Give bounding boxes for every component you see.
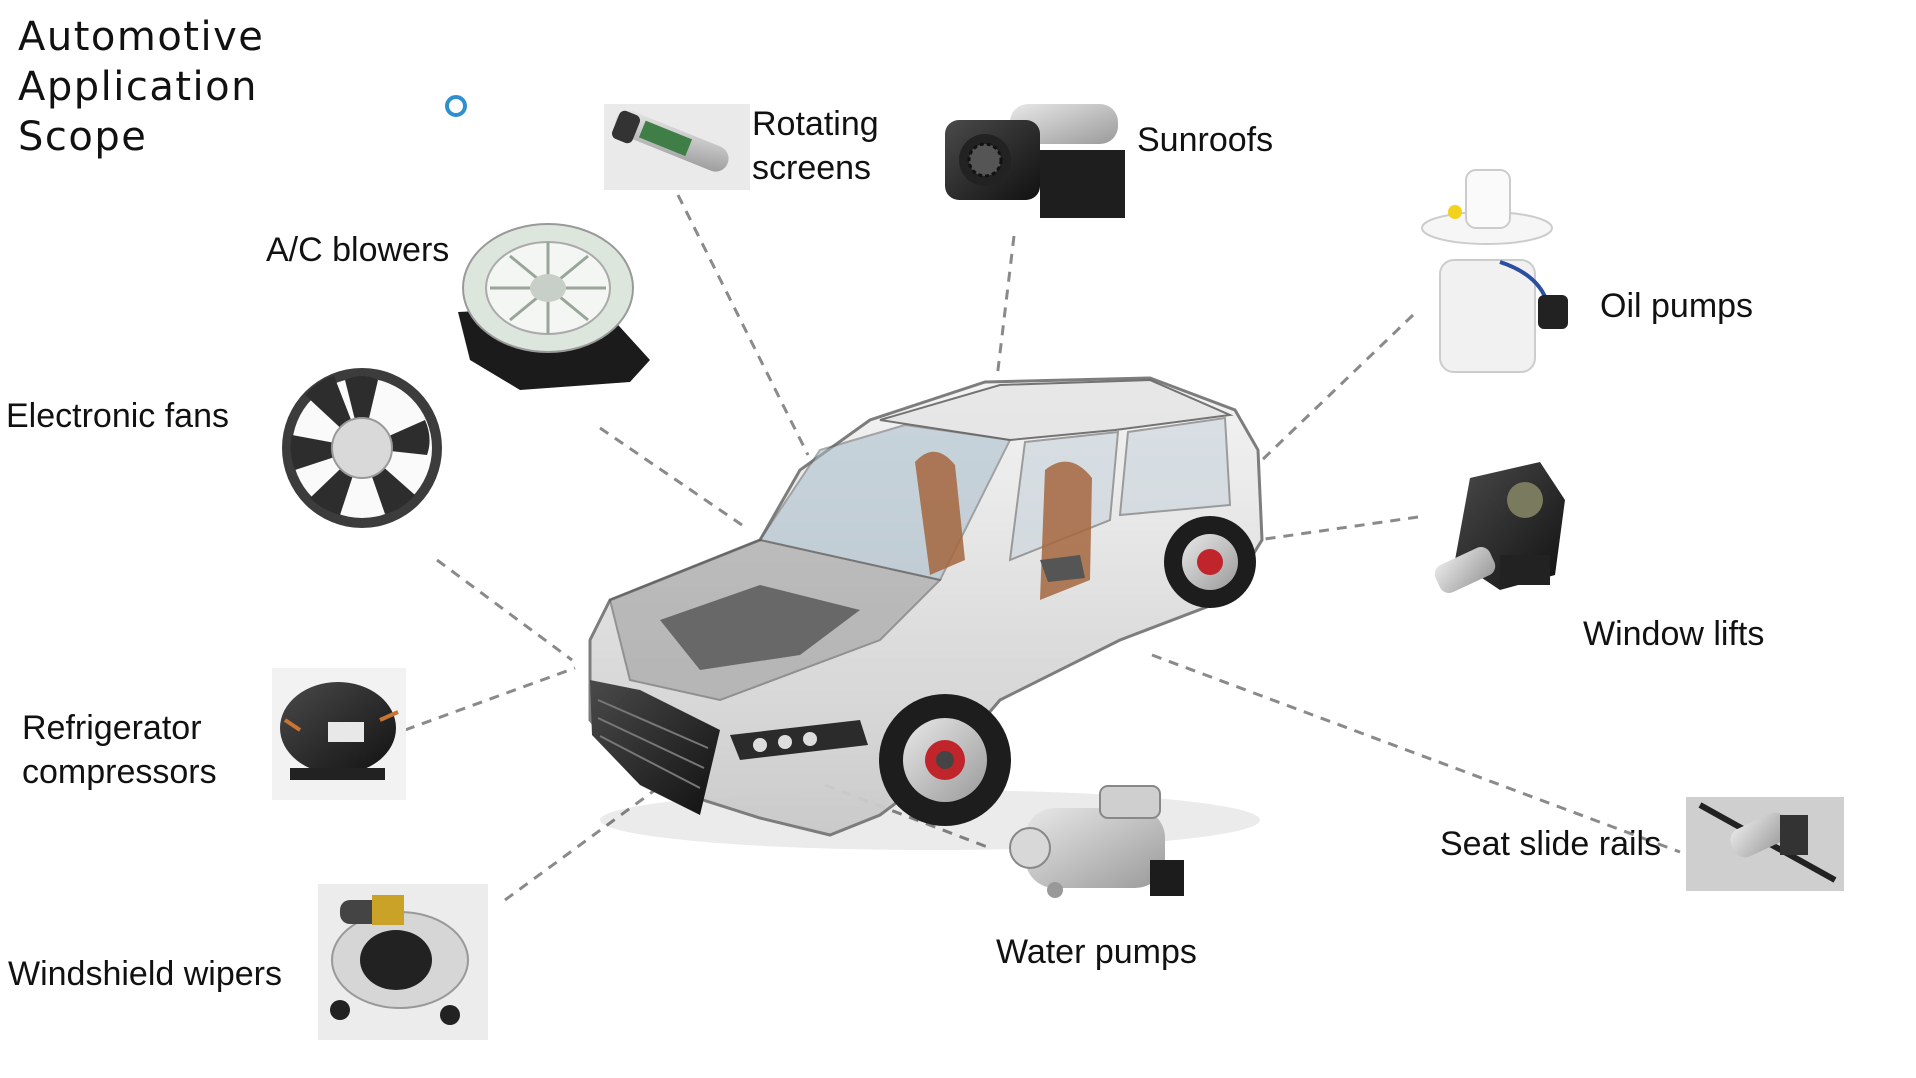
label-window-lifts: Window lifts — [1583, 615, 1765, 653]
page-title: Automotive Application Scope — [18, 12, 264, 162]
sunroof-motor-icon — [930, 102, 1130, 220]
title-line-2: Application — [18, 64, 258, 110]
compressor-icon — [272, 668, 406, 800]
label-refrigerator-compressors: Refrigerator compressors — [22, 706, 217, 794]
car-xray-image — [588, 376, 1264, 850]
label-ac-blowers: A/C blowers — [266, 231, 450, 269]
label-electronic-fans: Electronic fans — [6, 397, 229, 435]
label-rotating-screens-line-2: screens — [752, 149, 872, 187]
title-accent-line — [268, 95, 467, 117]
leader-lines — [404, 194, 1681, 902]
title-line-1: Automotive — [18, 14, 265, 60]
blower-wheel-icon — [458, 223, 650, 390]
fuel-pump-module-icon — [1421, 169, 1568, 373]
label-rotating-screens: Rotating screens — [752, 102, 879, 190]
leader-electronic-fans — [436, 558, 573, 662]
label-seat-slide-rails: Seat slide rails — [1440, 825, 1662, 863]
leader-rotating-screens — [676, 194, 810, 456]
leader-windshield-wipers — [504, 788, 656, 902]
window-motor-icon — [1434, 462, 1565, 593]
leader-sunroofs — [995, 235, 1016, 379]
cooling-fan-icon — [282, 368, 442, 528]
label-water-pumps: Water pumps — [996, 933, 1197, 971]
label-refrigerator-compressors-line-2: compressors — [22, 753, 217, 791]
label-oil-pumps: Oil pumps — [1600, 287, 1754, 325]
label-refrigerator-compressors-line-1: Refrigerator — [22, 709, 202, 747]
seat-rail-motor-icon — [1686, 797, 1844, 891]
linear-actuator-icon — [604, 104, 750, 190]
leader-oil-pumps — [1258, 313, 1415, 464]
wiper-motor-icon — [318, 884, 488, 1040]
label-rotating-screens-line-1: Rotating — [752, 105, 879, 143]
leader-ac-blowers — [599, 426, 743, 527]
leader-refrigerator — [404, 666, 576, 732]
label-sunroofs: Sunroofs — [1137, 121, 1274, 159]
title-line-3: Scope — [18, 114, 148, 160]
label-windshield-wipers: Windshield wipers — [8, 955, 282, 993]
leader-seat-rails — [1151, 653, 1681, 854]
water-pump-icon — [1009, 785, 1184, 898]
leader-water-pumps — [824, 783, 991, 850]
leader-window-lifts — [1257, 515, 1419, 542]
